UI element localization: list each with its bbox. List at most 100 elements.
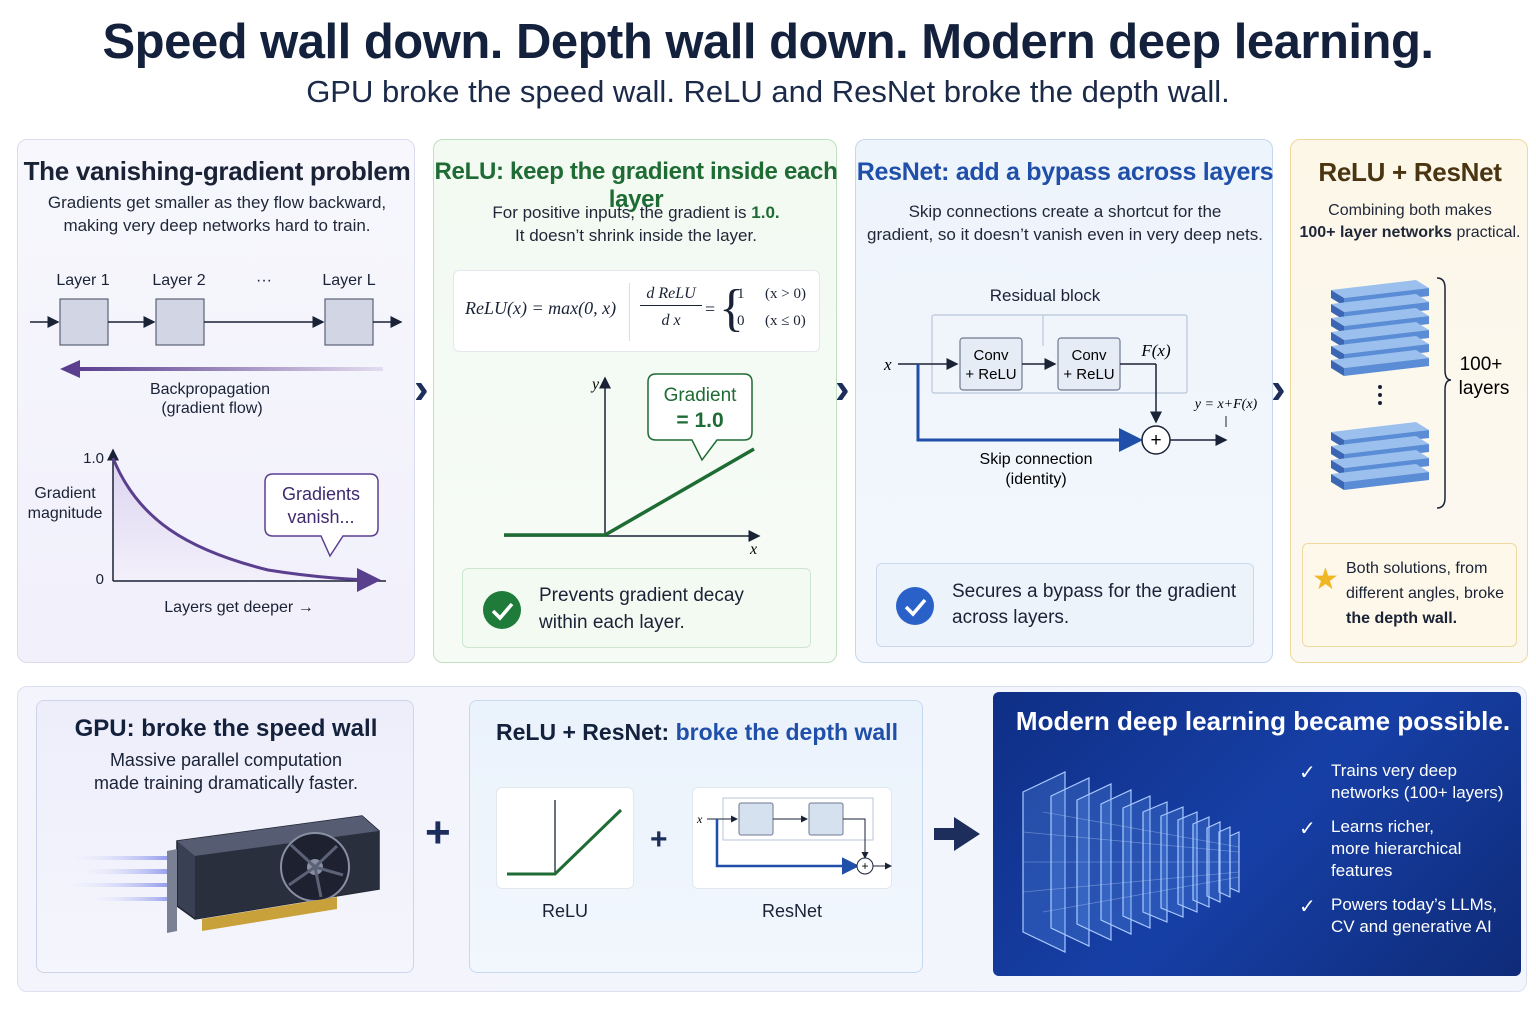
y-min-label: 0	[96, 571, 104, 588]
layer-node	[155, 298, 205, 346]
gpu-text-2: made training dramatically faster.	[93, 773, 359, 793]
relu-plot: y x Gradient = 1.0	[504, 373, 761, 558]
gpu-title: GPU: broke the speed wall	[74, 715, 378, 742]
output-label: y = x+F(x)	[1193, 397, 1258, 412]
relu-formula: ReLU(x) = max(0, x)	[465, 298, 617, 318]
benefit-text: Powers today’s LLMs,	[1331, 895, 1497, 914]
layer-1-label: Layer 1	[56, 272, 109, 289]
case-2-value: 0	[737, 313, 745, 329]
layer-ellipsis: ···	[256, 272, 272, 289]
layer-l-label: Layer L	[322, 272, 375, 289]
benefit-text-2: more hierarchical features	[1331, 839, 1462, 880]
skip-sublabel: (identity)	[1005, 471, 1066, 488]
decay-curve	[111, 457, 381, 592]
result-box: Prevents gradient decay within each laye…	[462, 568, 811, 648]
relu-caption: ReLU	[541, 901, 589, 921]
card-text-line: For positive inputs, the gradient is	[492, 203, 752, 222]
modern-title: Modern deep learning became possible.	[1015, 706, 1511, 736]
vanishing-gradient-diagram: Layer 1 Layer 2 ··· Layer L Backpropagat…	[28, 272, 403, 616]
block-label: Residual block	[990, 286, 1101, 305]
y-axis-label: y	[590, 376, 600, 393]
derivative-denominator: d x	[661, 312, 681, 329]
checkmark-icon: ✓	[1299, 762, 1316, 784]
backprop-sublabel: (gradient flow)	[161, 400, 262, 417]
layers-label: layers	[1459, 378, 1510, 399]
case-2-condition: (x ≤ 0)	[765, 313, 806, 329]
benefit-item: ✓ Trains very deep networks (100+ layers…	[1299, 760, 1521, 804]
relu-label: + ReLU	[965, 366, 1016, 383]
backprop-arrow	[78, 367, 383, 371]
card-title: The vanishing-gradient problem	[23, 156, 411, 186]
modern-dl-card: Modern deep learning became possible. ✓ …	[993, 692, 1521, 976]
gradient-bubble	[647, 373, 753, 462]
decay-area	[113, 458, 383, 581]
benefit-item: ✓ Powers today’s LLMs, CV and generative…	[1299, 894, 1521, 938]
chevron-right-icon: ›	[414, 364, 429, 413]
gpu-card: GPU: broke the speed wall Massive parall…	[36, 700, 414, 973]
star-icon: ★	[1312, 563, 1339, 596]
relu-line	[504, 447, 755, 537]
conv-label: Conv	[973, 347, 1009, 364]
skip-label: Skip connection	[980, 451, 1093, 468]
fx-label: F(x)	[1140, 341, 1171, 360]
bubble-text: Gradient	[664, 385, 738, 406]
y-axis-label: Gradient	[34, 485, 96, 502]
card-text-line: It doesn’t shrink inside the layer.	[515, 225, 757, 245]
resnet-card: ResNet: add a bypass across layers Skip …	[855, 139, 1274, 663]
vanish-bubble	[264, 473, 379, 558]
layer-stack-illustration: 100+ layers	[1331, 277, 1510, 509]
card-text-line: Gradients get smaller as they flow backw…	[47, 193, 387, 212]
page-subtitle: GPU broke the speed wall. ReLU and ResNe…	[306, 74, 1230, 109]
svg-text:+: +	[861, 859, 868, 873]
depth-title-prefix: ReLU + ResNet:	[496, 719, 676, 745]
backprop-arrowhead	[60, 360, 80, 378]
page-title: Speed wall down. Depth wall down. Modern…	[102, 15, 1434, 69]
benefits-list: ✓ Trains very deep networks (100+ layers…	[1299, 760, 1521, 938]
card-title: ReLU + ResNet	[1318, 157, 1502, 187]
mini-x-label: x	[696, 812, 703, 826]
deep-network-illustration	[1022, 771, 1240, 953]
gradient-value: 1.0.	[751, 203, 780, 222]
card-text-line: Skip connections create a shortcut for t…	[908, 202, 1222, 221]
y-axis-label-2: magnitude	[28, 505, 103, 522]
note-text: Both solutions, from	[1346, 560, 1488, 577]
checkmark-icon: ✓	[1299, 818, 1316, 840]
benefit-text: Trains very deep	[1331, 761, 1457, 780]
card-text-line: gradient, so it doesn’t vanish even in v…	[867, 224, 1263, 244]
result-box: Secures a bypass for the gradient across…	[876, 563, 1254, 647]
card-text-line: Combining both makes	[1328, 202, 1492, 219]
combined-card: ReLU + ResNet Combining both makes 100+ …	[1290, 139, 1528, 663]
x-axis-label: Layers get deeper →	[164, 599, 313, 616]
plus-sign-small: +	[650, 823, 668, 856]
input-x-label: x	[883, 355, 892, 374]
layer-2-label: Layer 2	[152, 272, 205, 289]
gpu-icon	[62, 815, 380, 933]
result-text: Prevents gradient decay	[539, 585, 744, 606]
chevron-right-icon: ›	[1271, 364, 1286, 413]
bubble-text-2: = 1.0	[676, 409, 723, 432]
card-title: ReLU: keep the gradient inside each laye…	[434, 158, 838, 213]
arrow-right-icon	[934, 817, 980, 851]
result-text-2: within each layer.	[539, 612, 685, 633]
layer-node	[324, 298, 374, 346]
checkmark-icon: ✓	[1299, 896, 1316, 918]
benefit-text-2: networks (100+ layers)	[1331, 783, 1504, 802]
residual-block-diagram: Residual block x Conv + ReLU Conv + ReLU…	[883, 286, 1258, 488]
case-1-value: 1	[737, 286, 745, 302]
relu-mini-plot	[496, 787, 634, 889]
x-axis-label: x	[749, 541, 757, 558]
card-title: ResNet: add a bypass across layers	[856, 158, 1274, 186]
conv-label: Conv	[1071, 347, 1107, 364]
bubble-text: Gradients	[282, 484, 360, 504]
bubble-text-2: vanish...	[287, 507, 354, 527]
card-text-line: making very deep networks hard to train.	[63, 215, 371, 235]
relu-card: ReLU: keep the gradient inside each laye…	[433, 139, 838, 663]
note-box: ★ Both solutions, from different angles,…	[1302, 543, 1517, 647]
check-circle-icon	[896, 587, 934, 625]
vanishing-gradient-card: The vanishing-gradient problem Gradients…	[17, 139, 415, 663]
case-1-condition: (x > 0)	[765, 286, 806, 302]
derivative-numerator: d ReLU	[640, 285, 702, 306]
layers-count: 100+	[1460, 354, 1503, 375]
check-circle-icon	[483, 591, 521, 629]
note-text-2: different angles, broke	[1346, 585, 1505, 602]
